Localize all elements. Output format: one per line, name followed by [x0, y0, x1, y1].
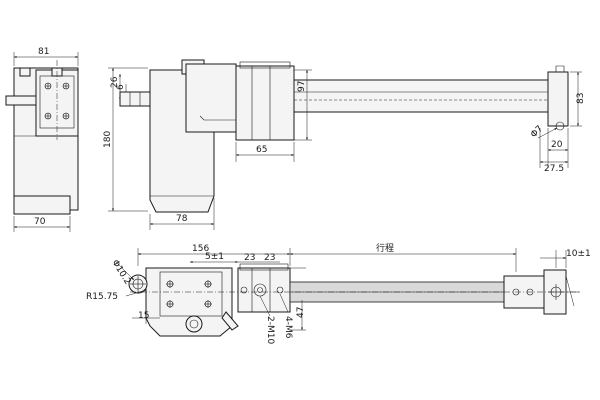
dim-stroke: 行程 [376, 242, 394, 254]
dim-97: 97 [297, 81, 307, 92]
dim-6: 6 [116, 84, 126, 90]
dim-180: 180 [103, 131, 113, 148]
top-motor-cap [185, 315, 203, 333]
top-motor-plate [145, 267, 233, 337]
front-view: 81 70 [5, 47, 79, 232]
top-view: 156 行程 5±1 23 23 10±1 Φ10.2 R15.75 15 2-… [86, 242, 591, 344]
dim-23-a: 23 [244, 253, 255, 263]
dim-phi10-2: Φ10.2 [109, 258, 132, 286]
dim-2-m10: 2-M10 [265, 316, 275, 344]
top-bolts [166, 280, 212, 308]
dim-15: 15 [138, 311, 149, 321]
dim-5pm1: 5±1 [205, 252, 224, 262]
dim-81: 81 [38, 47, 49, 57]
side-view: 180 26 6 97 [103, 59, 586, 230]
dim-10pm1: 10±1 [566, 249, 591, 259]
side-gearbox [185, 63, 237, 133]
dim-47: 47 [296, 307, 306, 318]
front-bolt-holes [44, 82, 70, 120]
dim-27-5: 27.5 [544, 164, 564, 174]
dim-26: 26 [110, 76, 120, 88]
dim-83: 83 [576, 93, 586, 104]
side-rod-end [547, 71, 569, 127]
dim-65: 65 [256, 145, 267, 155]
dim-23-b: 23 [264, 253, 275, 263]
dim-78: 78 [176, 214, 188, 224]
side-tube-collar [235, 65, 295, 141]
dim-70: 70 [34, 217, 46, 227]
front-motor-base [13, 195, 71, 215]
dim-r15-75: R15.75 [86, 292, 118, 302]
dim-20: 20 [551, 140, 563, 150]
top-collar [237, 267, 291, 313]
dim-156: 156 [192, 244, 209, 254]
front-bracket-left [5, 95, 37, 106]
side-actuator-rod [293, 79, 551, 113]
dim-4-m6: 4-M6 [283, 316, 293, 339]
dim-phi7: Φ7 [529, 124, 545, 140]
